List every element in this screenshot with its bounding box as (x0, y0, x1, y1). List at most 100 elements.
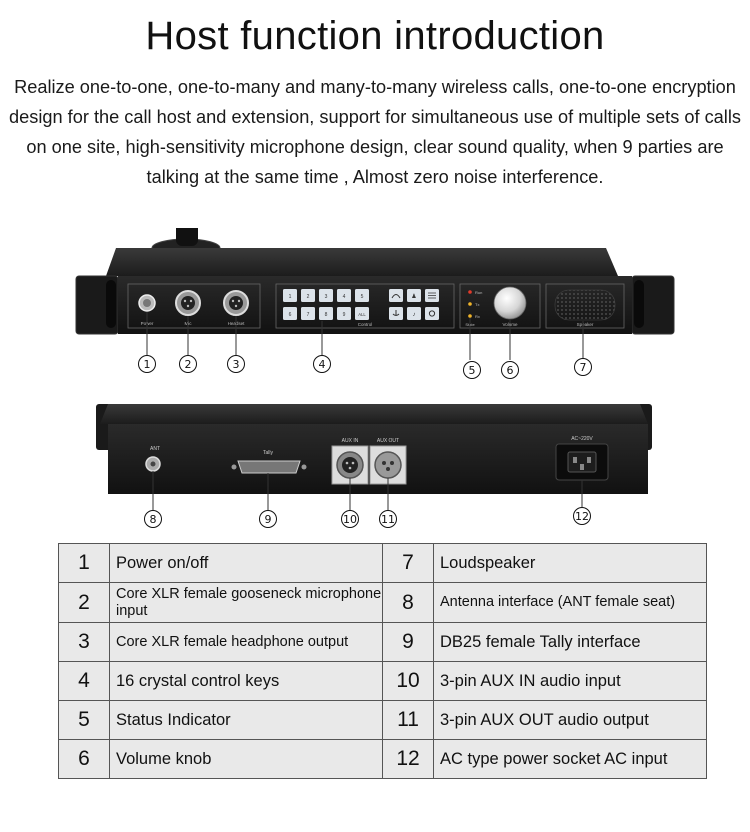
menu-icon (428, 292, 436, 299)
control-key[interactable]: ALL (355, 307, 369, 320)
intro-description: Realize one-to-one, one-to-many and many… (9, 77, 741, 187)
svg-text:1: 1 (144, 358, 151, 371)
row-number: 11 (382, 700, 434, 740)
svg-text:5: 5 (361, 294, 364, 300)
svg-text:11: 11 (381, 513, 395, 526)
control-key[interactable]: 2 (301, 289, 315, 302)
aux-out-label: AUX OUT (377, 438, 399, 444)
headphones-icon (391, 294, 401, 299)
callout-9: 9 (259, 510, 277, 528)
run-led (468, 290, 472, 294)
row-number: 12 (382, 739, 434, 779)
rear-callout-lines (152, 471, 583, 510)
rear-unit: ANT Tally AUX IN AUX OUT AC~220V (96, 404, 652, 494)
svg-text:6: 6 (507, 364, 514, 377)
page-title: Host function introduction (145, 14, 605, 58)
rear-top-face (100, 404, 648, 424)
front-top-face (106, 248, 618, 276)
callout-7: 7 (574, 358, 592, 376)
row-label: Core XLR female headphone output (109, 622, 383, 662)
io-section-frame (127, 283, 261, 329)
callout-1: 1 (138, 355, 156, 373)
headset-key[interactable] (389, 289, 403, 302)
run-label: Run (475, 290, 482, 295)
row-label: 16 crystal control keys (109, 661, 383, 701)
svg-text:10: 10 (343, 513, 357, 526)
control-key[interactable]: 6 (283, 307, 297, 320)
svg-text:9: 9 (343, 312, 346, 318)
rack-handle-left (106, 280, 116, 328)
control-keys: 1 2 3 4 5 6 7 8 9 ALL ♟ ♪ (283, 289, 439, 320)
svg-text:6: 6 (289, 312, 292, 318)
tx-led (468, 302, 472, 306)
group-key[interactable]: ♟ (407, 289, 421, 302)
control-key[interactable]: 7 (301, 307, 315, 320)
control-section-frame (275, 283, 455, 329)
rear-callouts: 8 9 10 11 12 (144, 507, 591, 528)
speaker-section-frame (545, 283, 625, 329)
row-label: 3-pin AUX IN audio input (433, 661, 707, 701)
tally-db25-port[interactable] (237, 460, 301, 474)
svg-text:4: 4 (319, 358, 326, 371)
rx-label: Rx (475, 314, 480, 319)
row-number: 10 (382, 661, 434, 701)
row-number: 9 (382, 622, 434, 662)
ac-label: AC~220V (571, 436, 593, 442)
svg-text:9: 9 (265, 513, 272, 526)
row-number: 8 (382, 582, 434, 623)
row-number: 1 (58, 543, 110, 583)
callout-11: 11 (379, 510, 397, 528)
speaker-label: Speaker (577, 322, 594, 327)
row-label: Power on/off (109, 543, 383, 583)
svg-text:8: 8 (325, 312, 328, 318)
tx-label: Tx (475, 302, 479, 307)
svg-text:3: 3 (233, 358, 240, 371)
row-number: 7 (382, 543, 434, 583)
status-section-frame (459, 283, 541, 329)
spec-table: 1 Power on/off 7 Loudspeaker 2 Core XLR … (58, 543, 707, 779)
row-label: 3-pin AUX OUT audio output (433, 700, 707, 740)
control-key[interactable]: 9 (337, 307, 351, 320)
device-illustration: Power Mic Headset 1 2 3 4 5 6 7 8 9 ALL … (75, 228, 675, 528)
callout-3: 3 (227, 355, 245, 373)
callout-12: 12 (573, 507, 591, 525)
table-row: 2 Core XLR female gooseneck microphone i… (58, 582, 707, 623)
callout-5: 5 (463, 361, 481, 379)
svg-text:5: 5 (469, 364, 476, 377)
ant-label: ANT (150, 446, 160, 452)
svg-text:2: 2 (307, 294, 310, 300)
table-row: 3 Core XLR female headphone output 9 DB2… (58, 622, 707, 662)
call-key[interactable]: ♪ (407, 307, 421, 320)
gooseneck-stem (176, 228, 198, 246)
mic-key[interactable] (389, 307, 403, 320)
control-key[interactable]: 4 (337, 289, 351, 302)
control-key[interactable]: 8 (319, 307, 333, 320)
callout-6: 6 (501, 361, 519, 379)
table-row: 6 Volume knob 12 AC type power socket AC… (58, 739, 707, 779)
svg-text:8: 8 (150, 513, 157, 526)
aux-out-xlr-jack[interactable] (374, 451, 402, 479)
row-label: Volume knob (109, 739, 383, 779)
row-label: Loudspeaker (433, 543, 707, 583)
row-label: Status Indicator (109, 700, 383, 740)
control-key[interactable]: 1 (283, 289, 297, 302)
row-number: 5 (58, 700, 110, 740)
callout-10: 10 (341, 510, 359, 528)
row-number: 2 (58, 582, 110, 623)
row-label: Core XLR female gooseneck microphone inp… (109, 582, 383, 623)
front-callout-lines (146, 312, 584, 360)
svg-text:4: 4 (343, 294, 346, 300)
rx-led (468, 314, 472, 318)
svg-text:1: 1 (289, 294, 292, 300)
settings-key[interactable] (425, 307, 439, 320)
callout-2: 2 (179, 355, 197, 373)
control-key[interactable]: 3 (319, 289, 333, 302)
svg-text:7: 7 (580, 361, 587, 374)
volume-knob[interactable] (493, 286, 527, 320)
svg-text:12: 12 (575, 510, 589, 523)
menu-key[interactable] (425, 289, 439, 302)
tally-label: Tally (263, 450, 274, 456)
callout-4: 4 (313, 355, 331, 373)
table-row: 5 Status Indicator 11 3-pin AUX OUT audi… (58, 700, 707, 740)
control-key[interactable]: 5 (355, 289, 369, 302)
